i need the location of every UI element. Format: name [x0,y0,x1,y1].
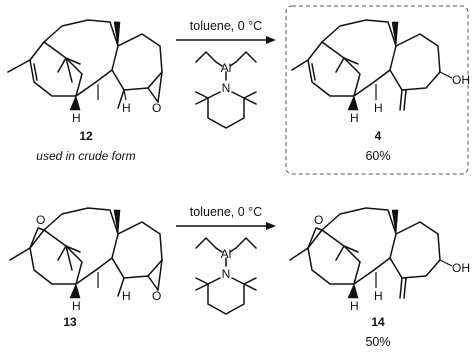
molecule-13 [9,207,163,299]
reactant-13-h2: H [122,289,131,303]
molecule-12 [7,19,163,111]
product-14-hydroxyl: OH [452,261,470,275]
conditions-row2: toluene, 0 °C [190,205,262,219]
product-box [285,5,469,175]
product-4-h2: H [374,101,383,115]
compound-label-14: 14 [371,315,385,329]
compound-label-4: 4 [375,129,382,143]
reagent-row2-aluminum: Al [221,247,232,261]
product-14-h1: H [350,299,359,313]
reactant-12-h2: H [122,101,131,115]
reactant-13-h1: H [72,299,81,313]
reactant-13-oxygen: O [152,289,161,303]
molecule-14 [289,207,453,299]
yield-row2: 50% [365,335,390,349]
reagent-row2-nitrogen: N [222,267,231,281]
reactant-12-h1: H [72,111,81,125]
yield-row1: 60% [365,149,390,163]
reagent-row1-nitrogen: N [222,81,231,95]
compound-label-13: 13 [63,315,77,329]
reactant-12-oxygen: O [152,101,161,115]
product-14-oxygen-top: O [314,213,323,227]
reagent-row1 [195,51,257,129]
product-14-h2: H [374,289,383,303]
conditions-row1: toluene, 0 °C [190,19,262,33]
reagent-row1-aluminum: Al [221,61,232,75]
product-4-h1: H [350,111,359,125]
compound-label-12: 12 [79,129,93,143]
molecule-4 [291,19,453,111]
reactant-13-oxygen-top: O [36,213,45,227]
reactant-note: used in crude form [36,149,135,163]
reagent-row2 [195,237,257,315]
product-4-hydroxyl: OH [452,73,470,87]
